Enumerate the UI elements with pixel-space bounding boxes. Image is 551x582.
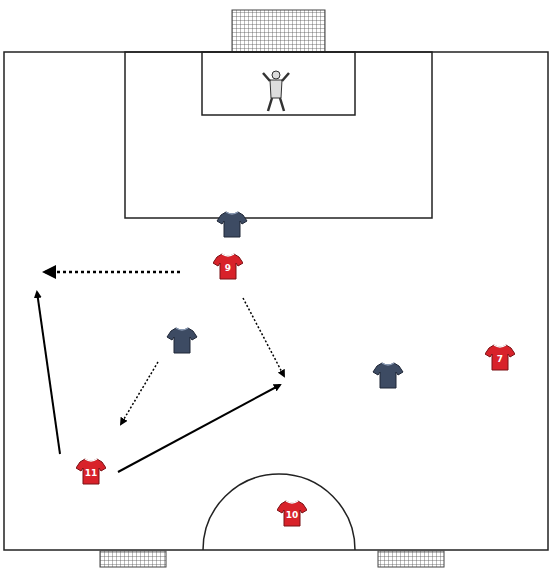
shirt-number: 10	[277, 499, 307, 520]
defender-collar	[176, 212, 394, 365]
goalkeeper	[263, 71, 289, 111]
defender	[167, 212, 403, 388]
shirt-number: 7	[485, 343, 515, 364]
mini-goal	[100, 551, 166, 567]
attacker-shirt: 7	[485, 343, 515, 371]
goal-net	[232, 10, 325, 52]
movement-arrows	[37, 272, 284, 472]
attacker-shirt: 10	[277, 499, 307, 527]
pitch-lines	[4, 52, 548, 550]
shirt-number: 11	[76, 457, 106, 478]
attacker-shirt: 11	[76, 457, 106, 485]
mini-goal	[378, 551, 444, 567]
shirt-number: 9	[213, 252, 243, 273]
attacker-shirt: 9	[213, 252, 243, 280]
